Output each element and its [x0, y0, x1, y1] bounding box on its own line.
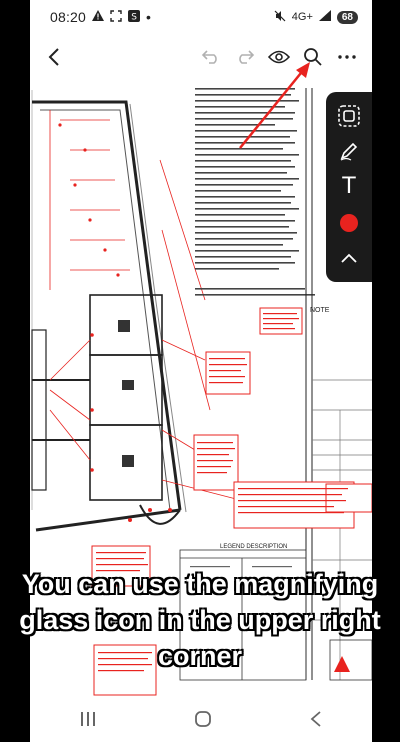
signal-icon	[318, 10, 331, 24]
pen-icon	[340, 143, 358, 161]
redo-icon	[239, 50, 255, 64]
warning-icon	[92, 10, 105, 24]
status-dot: •	[146, 9, 151, 25]
note-title: NOTE	[310, 307, 330, 314]
system-nav-bar	[30, 700, 372, 742]
status-time: 08:20	[50, 9, 87, 25]
collapse-tools-button[interactable]	[332, 243, 366, 273]
home-icon	[195, 710, 211, 727]
more-button[interactable]	[330, 40, 364, 74]
eye-icon	[268, 50, 290, 64]
mute-icon	[274, 10, 286, 25]
home-button[interactable]	[194, 710, 212, 733]
caption-line-1: You can use the magnifying	[21, 569, 379, 599]
nav-back-icon	[310, 710, 321, 727]
nav-back-button[interactable]	[309, 710, 323, 733]
caption-line-2: glass icon in the upper right	[19, 605, 381, 635]
caption-line-3: corner	[157, 641, 243, 671]
search-button[interactable]	[296, 40, 330, 74]
top-toolbar	[30, 34, 372, 80]
network-label: 4G+	[291, 11, 313, 23]
pen-tool-button[interactable]	[332, 136, 366, 166]
select-area-icon	[338, 104, 360, 127]
back-icon	[48, 48, 59, 66]
text-tool-icon: T	[342, 174, 356, 200]
undo-icon	[201, 50, 217, 64]
reading-mode-button[interactable]	[262, 40, 296, 74]
select-tool-button[interactable]	[332, 101, 366, 131]
chevron-up-icon	[341, 253, 357, 263]
color-picker-button[interactable]	[332, 208, 366, 238]
status-bar: 08:20 S • 4G+ 68	[30, 0, 372, 34]
redo-button[interactable]	[228, 40, 262, 74]
search-icon	[304, 48, 322, 66]
text-tool-button[interactable]: T	[332, 172, 366, 202]
annotation-tools-panel: T	[326, 92, 372, 282]
recent-apps-button[interactable]	[79, 711, 97, 732]
svg-text:S: S	[131, 12, 137, 22]
legend-title: LEGEND DESCRIPTION	[220, 544, 287, 550]
more-icon	[338, 55, 356, 59]
tutorial-caption: You can use the magnifying glass icon in…	[0, 566, 400, 674]
status-left: 08:20 S •	[50, 9, 151, 25]
recent-apps-icon	[80, 711, 95, 726]
architectural-drawing: NOTE LEGEND DESCRIPTION	[31, 88, 372, 696]
status-right: 4G+ 68	[274, 10, 358, 25]
pdf-viewer-screen: 08:20 S • 4G+ 68	[30, 0, 372, 742]
undo-button[interactable]	[194, 40, 228, 74]
pdf-drawing-page[interactable]: NOTE LEGEND DESCRIPTION	[30, 80, 372, 700]
color-swatch	[340, 213, 358, 232]
screenshot-icon	[110, 9, 122, 25]
s-icon: S	[128, 9, 141, 25]
back-button[interactable]	[38, 40, 72, 74]
battery-badge: 68	[336, 10, 358, 24]
